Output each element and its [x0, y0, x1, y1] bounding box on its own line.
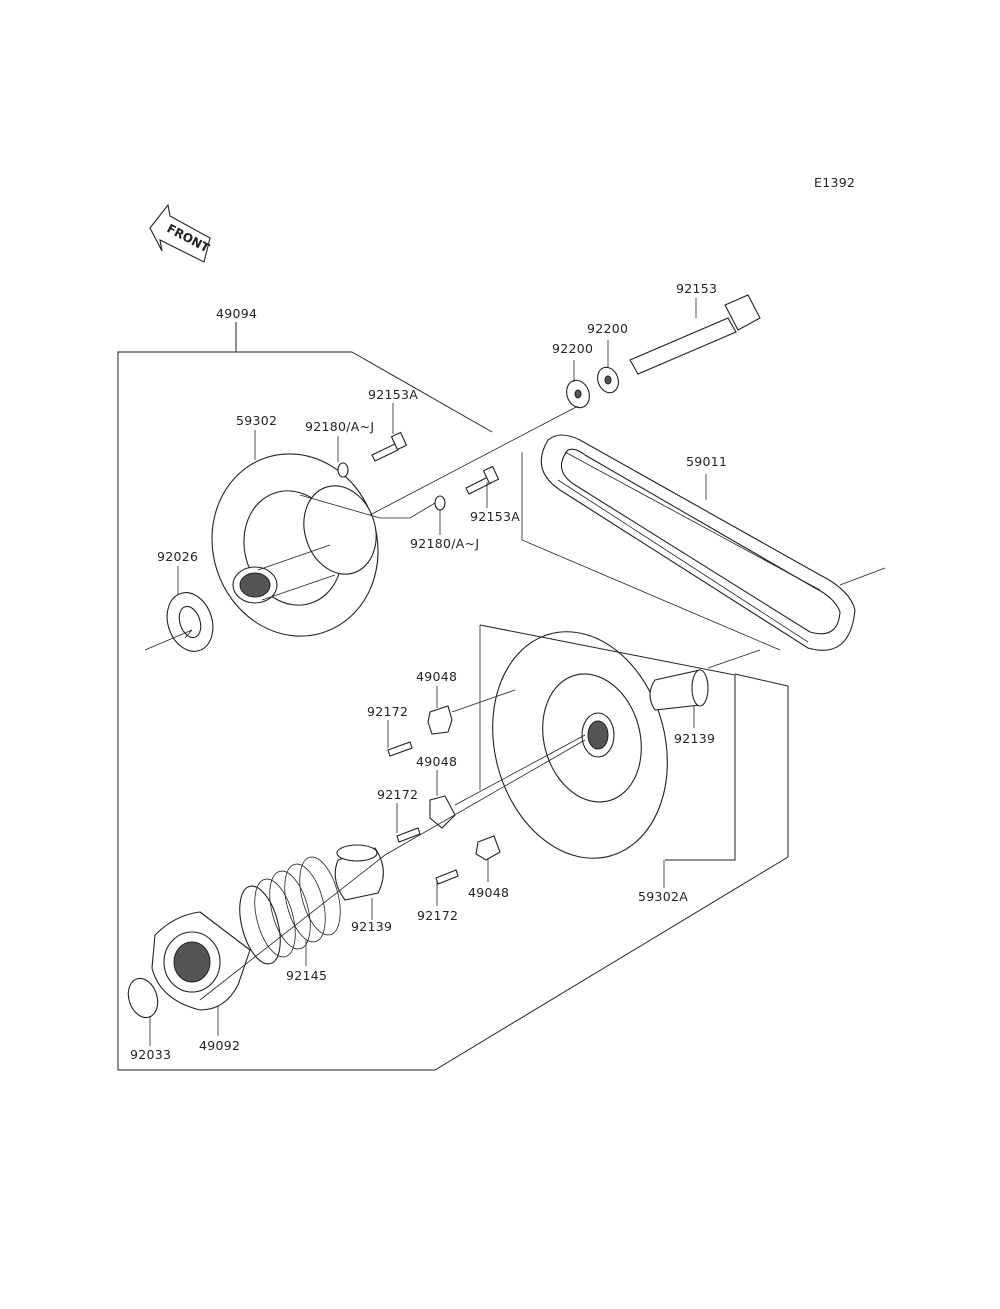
label-92200-a: 92200 — [587, 321, 628, 336]
screws-92153a — [337, 431, 500, 511]
bushing-92139-left — [334, 844, 384, 901]
label-92172-top: 92172 — [367, 704, 408, 719]
circlip-92033 — [127, 977, 159, 1019]
label-92200-b: 92200 — [552, 341, 593, 356]
bolt-92153 — [629, 294, 761, 375]
label-49092: 49092 — [199, 1038, 240, 1053]
label-92153: 92153 — [676, 281, 717, 296]
label-92026: 92026 — [157, 549, 198, 564]
label-92145: 92145 — [286, 968, 327, 983]
drive-face-59302 — [211, 453, 441, 637]
diagram-code: E1392 — [814, 175, 855, 190]
axis-lines — [199, 739, 586, 1001]
label-92139-right: 92139 — [674, 731, 715, 746]
front-arrow-icon: FRONT — [149, 203, 212, 263]
cam-49092 — [151, 911, 251, 1011]
part-labels: 49094 92153 92200 92200 92153A 92180/A~J… — [130, 281, 727, 1062]
screws-92172 — [387, 741, 459, 885]
drive-belt-59011 — [540, 434, 886, 651]
washers-92200 — [369, 366, 619, 516]
bushing-92139-right — [649, 649, 761, 711]
label-92180-top: 92180/A~J — [305, 419, 374, 434]
label-92153a-top: 92153A — [368, 387, 418, 402]
label-92033: 92033 — [130, 1047, 171, 1062]
label-49048-mid: 49048 — [416, 754, 457, 769]
label-49048-top: 49048 — [416, 669, 457, 684]
label-49094: 49094 — [216, 306, 257, 321]
driven-face-59302a — [479, 624, 736, 861]
label-49048-bot: 49048 — [468, 885, 509, 900]
label-92153a-mid: 92153A — [470, 509, 520, 524]
label-92139-left: 92139 — [351, 919, 392, 934]
leader-lines — [149, 298, 707, 1046]
label-92180-mid: 92180/A~J — [410, 536, 479, 551]
label-92172-bot: 92172 — [417, 908, 458, 923]
label-59302a: 59302A — [638, 889, 688, 904]
assembly-frame — [117, 322, 789, 1071]
spring-92145 — [239, 856, 341, 965]
label-59011: 59011 — [686, 454, 727, 469]
weights-49048 — [427, 689, 586, 861]
spacer-92026 — [144, 592, 214, 652]
label-59302: 59302 — [236, 413, 277, 428]
label-92172-mid: 92172 — [377, 787, 418, 802]
